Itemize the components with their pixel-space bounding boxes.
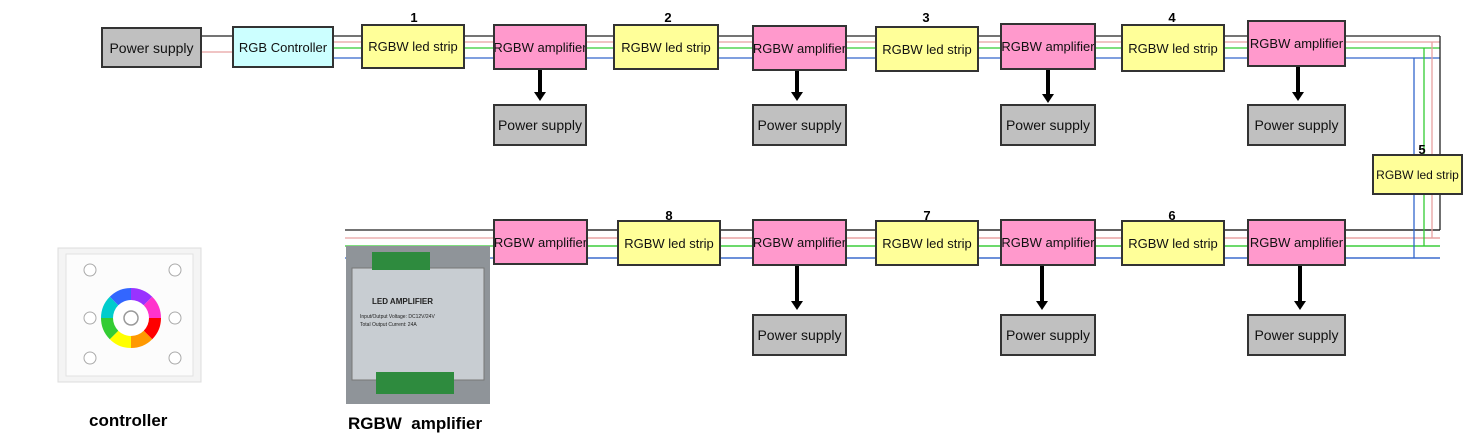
- input-terminal: [372, 252, 430, 270]
- amplifier-label: RGBW amplifier: [1249, 235, 1344, 250]
- power-supply-label: Power supply: [757, 117, 842, 133]
- amplifier-7: RGBW amplifier: [752, 219, 847, 266]
- amplifier-8: RGBW amplifier: [493, 219, 588, 265]
- segment-number-1: 1: [410, 10, 418, 25]
- output-terminal: [376, 372, 454, 394]
- touch-key-icon: [83, 351, 97, 365]
- led-strip-label: RGBW led strip: [624, 235, 714, 251]
- segment-number-2: 2: [664, 10, 672, 25]
- power-supply-label: Power supply: [497, 117, 583, 133]
- rgb-controller-label: RGB Controller: [238, 39, 328, 55]
- led-strip-label: RGBW led strip: [621, 39, 711, 55]
- amplifier-6: RGBW amplifier: [1000, 219, 1096, 266]
- led-strip-7: RGBW led strip: [875, 220, 979, 266]
- amplifier-label: RGBW amplifier: [493, 39, 587, 55]
- amplifier-label: RGBW amplifier: [1001, 39, 1095, 54]
- power-supply-amp-1: Power supply: [493, 104, 587, 146]
- segment-number-4: 4: [1168, 10, 1176, 25]
- power-supply-amp-5: Power supply: [1247, 314, 1346, 356]
- led-strip-6: RGBW led strip: [1121, 220, 1225, 266]
- touch-key-icon: [83, 263, 97, 277]
- power-arrow-2-head: [791, 92, 803, 101]
- power-arrow-5-head: [1294, 301, 1306, 310]
- touch-key-icon: [168, 311, 182, 325]
- amplifier-label: RGBW amplifier: [1249, 36, 1344, 51]
- power-supply-label: Power supply: [1005, 117, 1091, 133]
- segment-number-8: 8: [665, 208, 673, 223]
- led-strip-label: RGBW led strip: [368, 39, 458, 54]
- segment-number-3: 3: [922, 10, 930, 25]
- segment-number-6: 6: [1168, 208, 1176, 223]
- power-supply-amp-4: Power supply: [1247, 104, 1346, 146]
- segment-number-7: 7: [923, 208, 931, 223]
- power-supply-label: Power supply: [1005, 327, 1091, 343]
- amplifier-photo-line1: Input/Output Voltage: DC12V/24V: [360, 314, 435, 320]
- amplifier-label: RGBW amplifier: [1001, 235, 1095, 250]
- amplifier-2: RGBW amplifier: [752, 25, 847, 71]
- power-supply-amp-6: Power supply: [1000, 314, 1096, 356]
- led-strip-label: RGBW led strip: [1376, 167, 1459, 182]
- power-supply-main: Power supply: [101, 27, 202, 68]
- amplifier-1: RGBW amplifier: [493, 24, 587, 70]
- power-arrow-6-head: [1036, 301, 1048, 310]
- power-supply-amp-7: Power supply: [752, 314, 847, 356]
- segment-number-5: 5: [1418, 142, 1426, 157]
- led-strip-3: RGBW led strip: [875, 26, 979, 72]
- amplifier-caption: RGBW amplifier: [348, 414, 483, 433]
- controller-caption: controller: [89, 411, 168, 430]
- power-arrow-7-head: [791, 301, 803, 310]
- amplifier-photo-line2: Total Output Current: 24A: [360, 322, 417, 328]
- led-strip-label: RGBW led strip: [1128, 235, 1218, 251]
- amplifier-4: RGBW amplifier: [1247, 20, 1346, 67]
- led-strip-label: RGBW led strip: [882, 41, 972, 57]
- power-arrow-4-head: [1292, 92, 1304, 101]
- amplifier-5: RGBW amplifier: [1247, 219, 1346, 266]
- power-arrows: [534, 67, 1306, 310]
- led-strip-4: RGBW led strip: [1121, 24, 1225, 72]
- power-arrow-3-head: [1042, 94, 1054, 103]
- power-supply-label: Power supply: [1254, 327, 1339, 343]
- led-strip-8: RGBW led strip: [617, 220, 721, 266]
- amplifier-label: RGBW amplifier: [493, 234, 588, 250]
- touch-key-icon: [168, 263, 182, 277]
- power-supply-amp-3: Power supply: [1000, 104, 1096, 146]
- power-arrow-1-head: [534, 92, 546, 101]
- led-strip-5: RGBW led strip: [1372, 154, 1463, 195]
- amplifier-label: RGBW amplifier: [752, 235, 847, 250]
- amplifier-photo: LED AMPLIFIER Input/Output Voltage: DC12V…: [346, 246, 490, 404]
- led-strip-1: RGBW led strip: [361, 24, 465, 69]
- led-strip-label: RGBW led strip: [882, 235, 972, 251]
- power-supply-label: Power supply: [109, 39, 194, 56]
- amplifier-3: RGBW amplifier: [1000, 23, 1096, 70]
- power-supply-label: Power supply: [1254, 117, 1339, 133]
- touch-key-icon: [83, 311, 97, 325]
- power-supply-label: Power supply: [757, 327, 842, 343]
- amplifier-photo-title: LED AMPLIFIER: [372, 297, 433, 306]
- rgb-controller: RGB Controller: [232, 26, 334, 68]
- touch-key-icon: [168, 351, 182, 365]
- amplifier-label: RGBW amplifier: [752, 40, 847, 56]
- power-supply-amp-2: Power supply: [752, 104, 847, 146]
- controller-photo: [57, 247, 202, 383]
- power-icon-base: [113, 300, 149, 336]
- power-icon: [123, 310, 139, 326]
- led-strip-2: RGBW led strip: [613, 24, 719, 70]
- led-strip-label: RGBW led strip: [1128, 40, 1218, 56]
